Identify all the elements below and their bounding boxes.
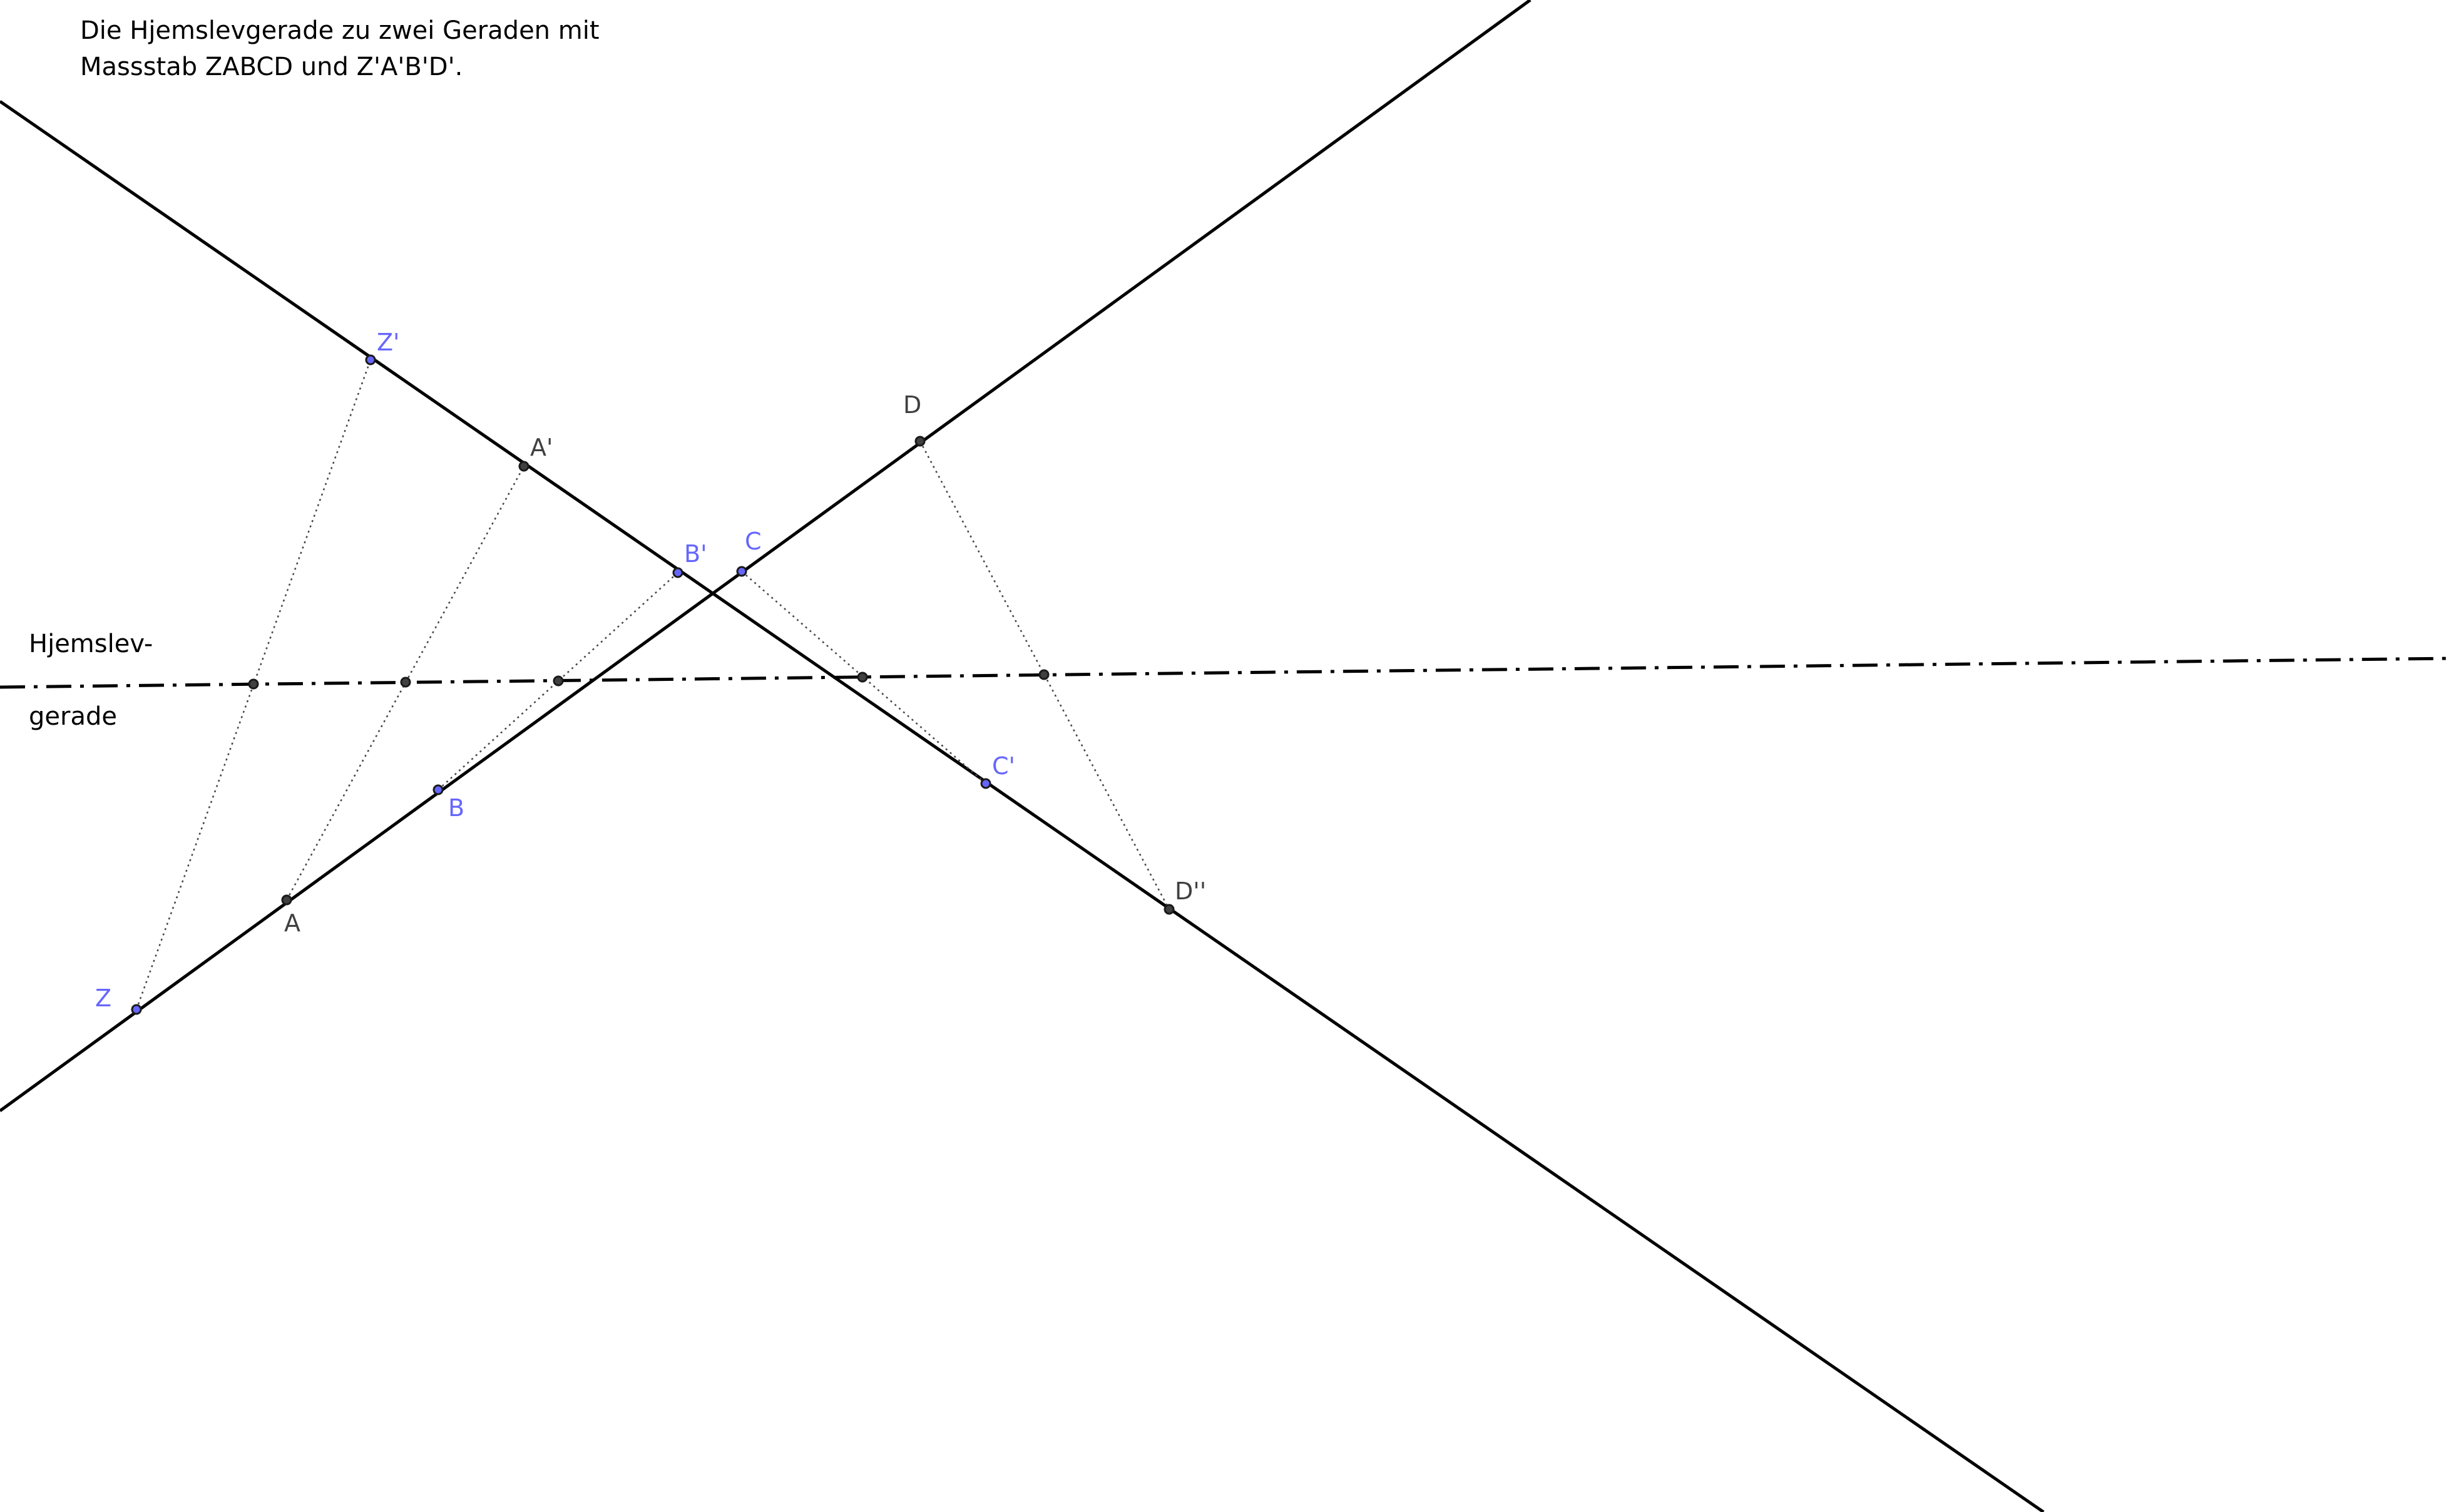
point-z-label: Z <box>95 984 111 1012</box>
point-a: A <box>281 894 300 937</box>
point-z-prime-label: Z' <box>377 329 399 356</box>
hjelmslev-points <box>248 669 1050 690</box>
point-z-prime: Z' <box>365 329 399 365</box>
point-b-prime-label: B' <box>684 540 707 568</box>
hjelmslev-label-line-2: gerade <box>29 702 117 731</box>
point-d-marker <box>914 436 926 447</box>
caption-line-2: Massstab ZABCD und Z'A'B'D'. <box>80 53 463 81</box>
connector-a <box>285 466 525 901</box>
point-c: C <box>736 528 762 577</box>
point-c-label: C <box>745 528 762 555</box>
point-b: B <box>432 784 464 822</box>
point-d-double-prime-marker <box>1164 904 1175 915</box>
point-c-marker <box>736 566 747 577</box>
point-z-prime-marker <box>365 354 376 365</box>
hjelmslev-point-4 <box>857 672 868 683</box>
point-b-prime: B' <box>672 540 707 578</box>
hjelmslev-point-3 <box>553 675 564 687</box>
point-a-marker <box>281 894 292 906</box>
point-a-prime-label: A' <box>530 434 553 461</box>
point-d-double-prime-label: D'' <box>1175 877 1206 905</box>
point-b-label: B <box>448 794 464 822</box>
hjelmslev-point-1 <box>248 678 259 690</box>
point-a-label: A <box>284 909 300 937</box>
point-z: Z <box>95 984 142 1015</box>
point-b-marker <box>432 784 444 795</box>
labeled-points: Z A B C D Z' A' B' <box>95 329 1206 1015</box>
hjelmslev-point-5 <box>1038 669 1050 680</box>
line-z1a1b1d1 <box>0 100 2045 1512</box>
point-z-marker <box>131 1004 142 1015</box>
point-a-prime: A' <box>518 434 553 472</box>
point-b-prime-marker <box>672 567 683 578</box>
point-d-label: D <box>903 391 921 419</box>
hjelmslev-line <box>0 656 2451 689</box>
line-zabcd <box>0 0 1532 1113</box>
point-c-prime-label: C' <box>992 752 1015 780</box>
point-c-prime-marker <box>980 778 991 789</box>
point-d-double-prime: D'' <box>1164 877 1206 915</box>
caption-line-1: Die Hjemslevgerade zu zwei Geraden mit <box>80 16 600 45</box>
point-d: D <box>903 391 926 447</box>
hjelmslev-label-line-1: Hjemslev- <box>29 630 153 658</box>
point-a-prime-marker <box>518 461 530 472</box>
hjelmslev-point-2 <box>400 677 411 688</box>
point-c-prime: C' <box>980 752 1015 789</box>
